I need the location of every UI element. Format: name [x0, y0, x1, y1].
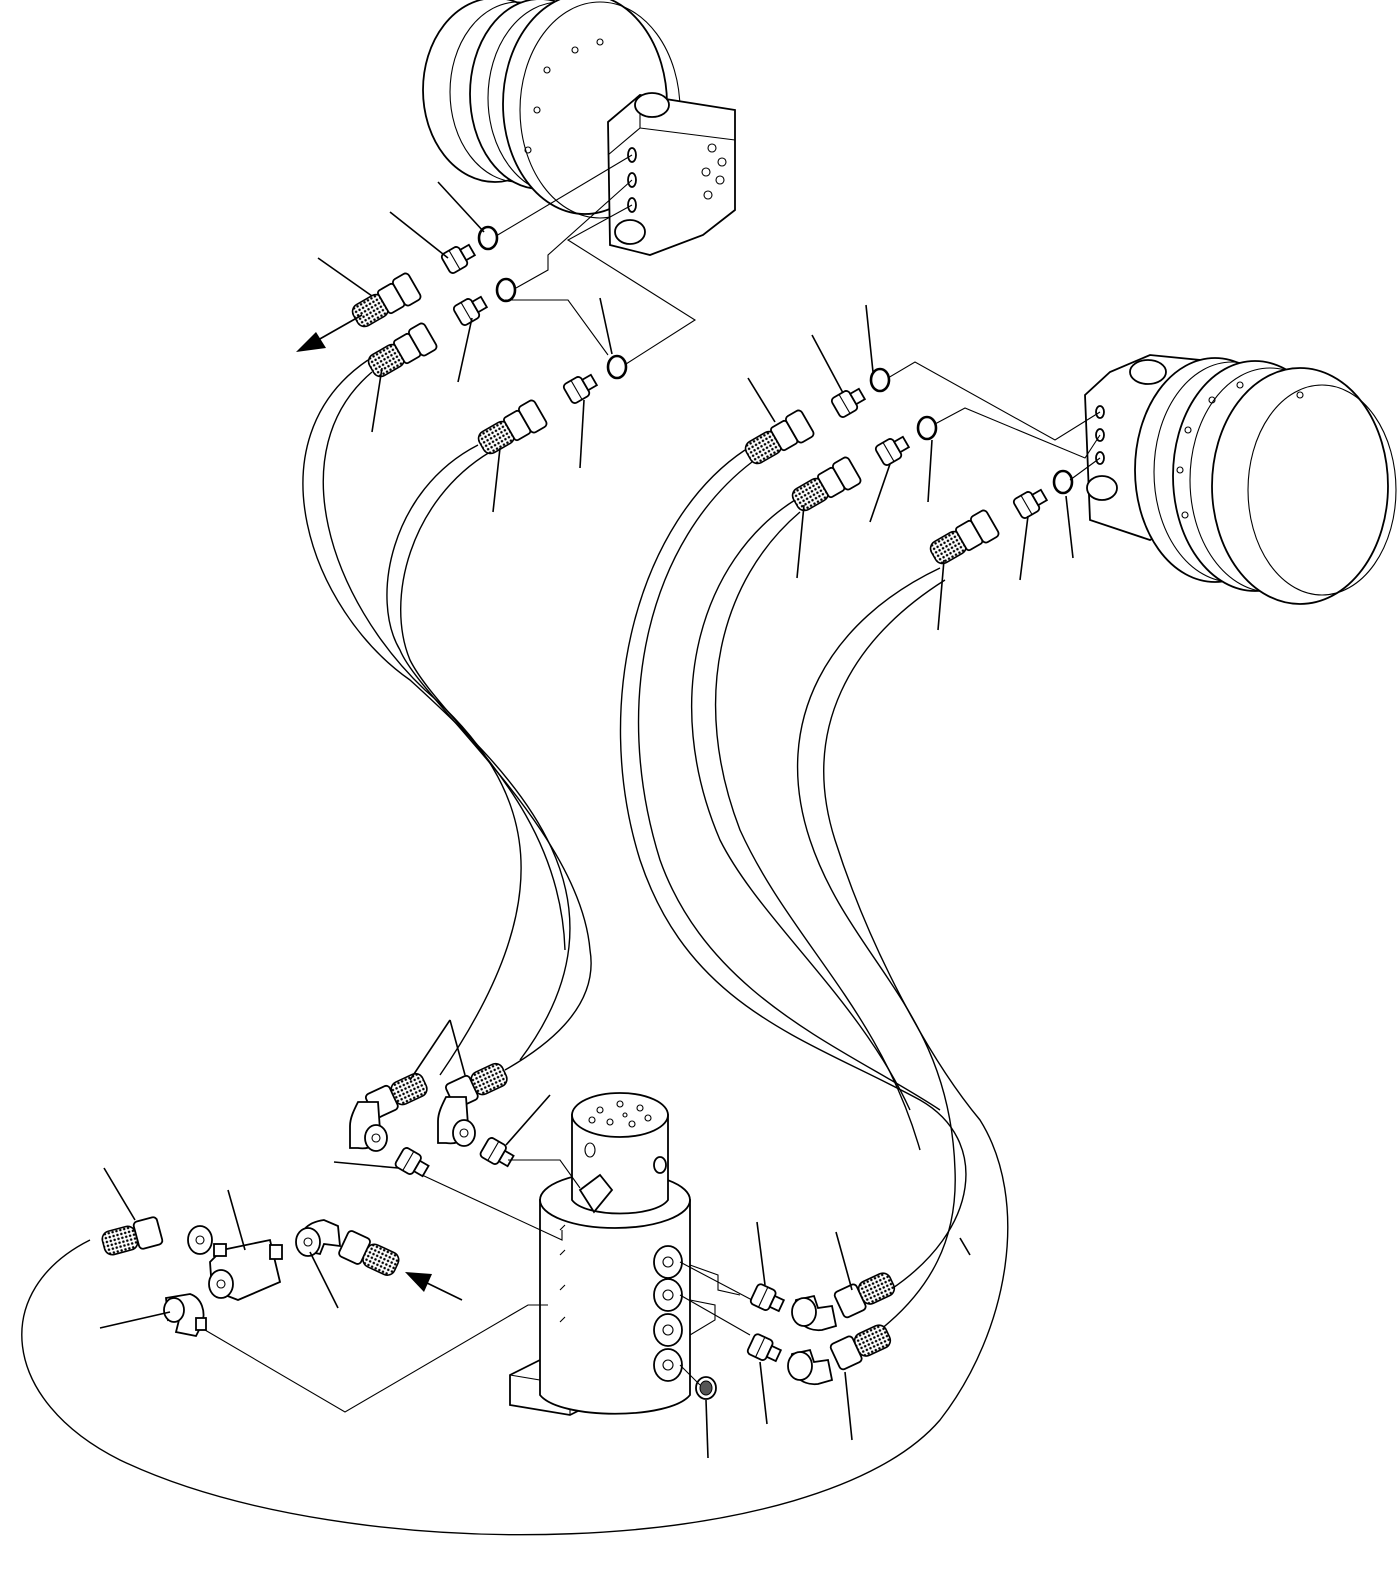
hose-end: [791, 456, 862, 512]
leader-lines: [99, 181, 1074, 1459]
swivel-stopper-pin: [578, 1173, 614, 1214]
adapter: [749, 1283, 786, 1313]
swivel-joint: [509, 1092, 741, 1416]
adapter: [479, 1137, 515, 1168]
elbow: [437, 1096, 476, 1147]
adapter: [394, 1147, 430, 1178]
hose-end: [338, 1230, 400, 1276]
hose-line-d2: [714, 511, 921, 1151]
elbow: [791, 1294, 838, 1331]
elbow: [295, 1219, 342, 1257]
adapter: [452, 295, 489, 326]
elbow: [349, 1101, 388, 1152]
o-ring: [495, 277, 517, 303]
hose-end: [477, 399, 548, 455]
o-ring: [606, 354, 628, 380]
hose-line-e2: [21, 579, 1009, 1536]
routing-lines: [204, 154, 1101, 1413]
hose-lines: [21, 359, 1009, 1536]
elbow: [787, 1348, 834, 1385]
swivel-joint-body: [539, 1199, 691, 1415]
adapter: [830, 387, 867, 418]
o-ring: [477, 225, 499, 251]
o-ring: [869, 367, 891, 393]
adapter: [1012, 488, 1049, 519]
elbow: [163, 1293, 207, 1338]
hose-end: [367, 322, 438, 378]
adapter: [440, 243, 477, 274]
hose-line-b2: [400, 451, 566, 951]
hose-end: [351, 272, 422, 328]
hose-line-d1: [690, 499, 911, 1111]
tee: [187, 1225, 283, 1301]
hose-line-e1: [796, 567, 956, 1331]
hose-end: [833, 1272, 896, 1319]
arrow-out: [296, 314, 363, 352]
adapter: [874, 435, 911, 466]
hose-line-a2: [322, 371, 522, 1076]
plug: [695, 1376, 717, 1400]
hose-ends: [101, 272, 1000, 1371]
o-rings: [477, 225, 1074, 495]
elbows: [163, 1096, 838, 1385]
hose-line-c1: [619, 449, 967, 1291]
hose-end: [929, 509, 1000, 565]
o-ring: [916, 415, 938, 441]
travel-motor-right: [1084, 354, 1397, 605]
hose-end: [101, 1216, 164, 1256]
hose-end: [744, 409, 815, 465]
travel-motor-left: [422, 0, 736, 256]
adapter: [746, 1333, 783, 1363]
adapters: [394, 243, 1049, 1363]
hose-line-a1: [302, 359, 571, 1061]
o-ring: [1052, 469, 1074, 495]
arrow-in: [405, 1272, 463, 1301]
hose-line-b1: [386, 444, 592, 1071]
hose-line-c2: [637, 461, 941, 1111]
hose-end: [829, 1324, 892, 1371]
adapter: [562, 373, 599, 404]
